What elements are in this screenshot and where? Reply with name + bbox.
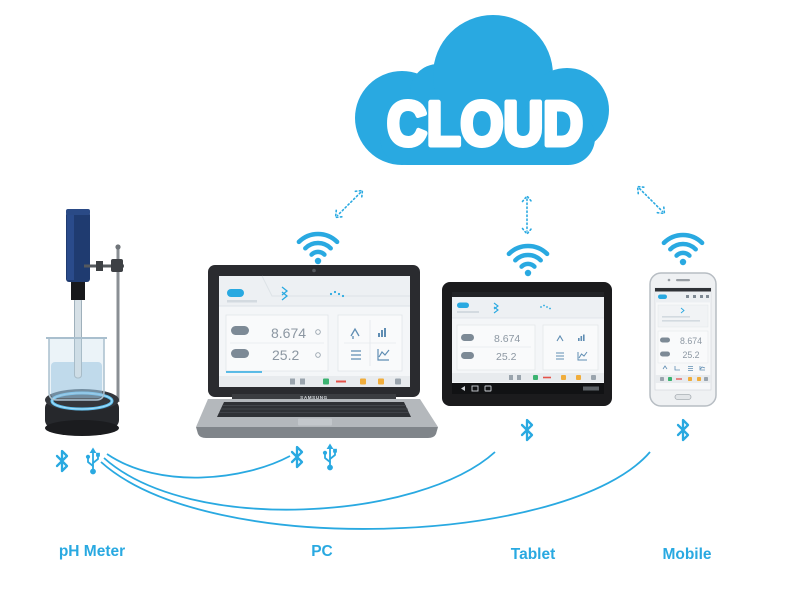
connection-line-pc: [106, 453, 291, 479]
tablet-cloud-sync-arrow-icon: [521, 195, 533, 235]
pc-usb-icon: [321, 442, 338, 472]
keyboard-rows: [219, 405, 409, 414]
reading-toggle: [461, 352, 474, 359]
laptop-hinge: [232, 394, 396, 400]
tablet-screen: 8.674 25.2: [452, 292, 604, 394]
android-nav-bar: [452, 383, 604, 394]
readings-panel: [657, 330, 709, 364]
tablet-device: 8.674 25.2: [442, 282, 612, 406]
header-chevron-icon: [493, 302, 499, 314]
line-chart-icon: [577, 351, 588, 361]
bottom-toolbar: [655, 375, 711, 383]
tablet-reading-primary: 8.674: [494, 333, 520, 345]
pc-reading-primary: 8.674: [271, 325, 306, 341]
mobile-reading-secondary: 25.2: [682, 350, 699, 360]
header-dots-icon: [329, 290, 345, 298]
connection-line-mobile: [100, 451, 651, 530]
ph-probe: [66, 209, 90, 300]
laptop-keyboard: [217, 402, 411, 417]
reading-refresh-icon: [315, 352, 321, 358]
connection-line-tablet: [103, 451, 496, 511]
ph-meter-usb-icon: [85, 446, 101, 476]
back-icon: [461, 386, 465, 391]
phone-home-button: [674, 394, 692, 400]
header-icons: [686, 295, 709, 298]
tablet-wifi-icon: [509, 246, 547, 276]
laptop-touchpad: [298, 418, 332, 426]
reading-toggle: [461, 334, 474, 341]
laptop-brand-logo: SAMSUNG: [300, 395, 328, 400]
tool-icons: [662, 365, 706, 371]
bottom-toolbar: [452, 373, 604, 382]
laptop-front-edge: [196, 427, 438, 438]
bar-chart-icon: [378, 328, 386, 337]
pc-bluetooth-icon: [290, 445, 304, 469]
reading-refresh-icon: [315, 329, 321, 335]
phone-camera: [667, 278, 671, 282]
tablet-bluetooth-icon: [520, 418, 534, 442]
header-chevron-icon: [281, 286, 289, 301]
label-tablet: Tablet: [511, 546, 556, 563]
stand-rod-cap: [115, 244, 121, 250]
bar-chart-icon: [578, 334, 585, 341]
reading-toggle: [231, 349, 249, 358]
calibrate-icon: [556, 334, 564, 342]
bottom-toolbar: [219, 376, 410, 387]
mobile-wifi-icon: [664, 235, 702, 265]
connection-lines: [100, 451, 651, 530]
tablet-reading-secondary: 25.2: [496, 351, 517, 363]
pc-wifi-icon: [299, 234, 337, 264]
reading-toggle: [231, 326, 249, 335]
beaker: [48, 337, 105, 401]
recent-apps-icon: [484, 385, 492, 392]
pc-cloud-sync-arrow-icon: [331, 186, 367, 222]
mobile-reading-primary: 8.674: [680, 336, 702, 346]
label-mobile: Mobile: [662, 546, 711, 563]
beaker-liquid: [51, 362, 102, 398]
mobile-bluetooth-icon: [676, 418, 690, 442]
laptop-screen: 8.674 25.2: [219, 275, 410, 387]
header-chevron-icon: [680, 307, 685, 314]
pc-reading-secondary: 25.2: [272, 347, 299, 363]
app-logo-badge: [457, 302, 469, 308]
line-chart-icon: [377, 349, 390, 361]
reading-toggle: [660, 351, 670, 357]
label-pc: PC: [311, 543, 333, 560]
list-icon: [556, 352, 564, 360]
mobile-phone: 8.674 25.2: [649, 272, 717, 407]
ph-meter-bluetooth-icon: [55, 449, 69, 473]
app-logo-badge: [227, 289, 244, 297]
cloud-label: CLOUD: [387, 90, 583, 159]
status-icons: [583, 386, 599, 391]
calibrate-icon: [350, 327, 360, 339]
mobile-cloud-sync-arrow-icon: [633, 182, 669, 218]
home-icon: [471, 385, 479, 392]
ph-meter-device: [45, 209, 124, 436]
laptop-camera: [312, 268, 316, 273]
header-dots-icon: [540, 304, 551, 310]
phone-screen: 8.674 25.2: [654, 287, 712, 391]
app-logo-badge: [658, 294, 667, 299]
phone-speaker: [676, 279, 690, 282]
tools-panel: [542, 324, 599, 371]
clamp-arm: [84, 259, 124, 272]
list-icon: [351, 350, 361, 360]
pc-laptop: 8.674 25.2: [196, 265, 438, 438]
cloud-icon: CLOUD: [355, 15, 609, 165]
reading-toggle: [660, 337, 670, 343]
readings-panel: [456, 324, 536, 371]
label-ph-meter: pH Meter: [59, 543, 125, 560]
